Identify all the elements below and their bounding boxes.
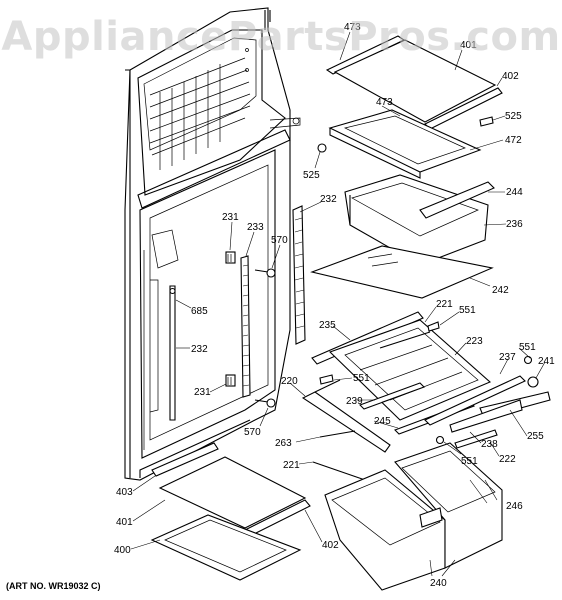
part-231-clip-bottom [225, 374, 236, 387]
callout-525-left: 525 [303, 170, 320, 181]
part-551-screw-3 [523, 355, 533, 365]
part-221-rod-bottom [312, 461, 369, 482]
callout-235: 235 [319, 320, 336, 331]
part-246-divider [419, 507, 443, 528]
part-238-rail [449, 399, 523, 433]
callout-222: 222 [499, 454, 516, 465]
part-400-shelf-frame [150, 514, 302, 581]
callout-401-bottom: 401 [116, 517, 133, 528]
callout-238: 238 [481, 439, 498, 450]
part-685-rod [169, 285, 176, 421]
part-570-screw-top [254, 268, 276, 278]
callout-473-mid: 473 [376, 97, 393, 108]
callout-402-top: 402 [502, 71, 519, 82]
callout-221-mid: 221 [436, 299, 453, 310]
callout-237: 237 [499, 352, 516, 363]
callout-245: 245 [374, 416, 391, 427]
part-239-rail [359, 382, 425, 410]
callout-551-b: 551 [519, 342, 536, 353]
callout-239: 239 [346, 396, 363, 407]
callout-400: 400 [114, 545, 131, 556]
part-472-shelf-frame [328, 109, 482, 179]
part-231-clip-top [225, 251, 236, 264]
callout-labels: 473 401 402 473 525 472 525 244 231 233 … [114, 22, 555, 589]
part-237-rail [424, 375, 526, 426]
callout-231-top: 231 [222, 212, 239, 223]
callout-232-right: 232 [320, 194, 337, 205]
part-233-rail [240, 255, 251, 398]
callout-473-top: 473 [344, 22, 361, 33]
callout-244: 244 [506, 187, 523, 198]
callout-402-bottom: 402 [322, 540, 339, 551]
callout-255: 255 [527, 431, 544, 442]
part-525-screw-right [479, 116, 494, 127]
callout-240: 240 [430, 578, 447, 589]
callout-551-c: 551 [353, 373, 370, 384]
part-570-screw-bottom [254, 398, 276, 408]
cabinet [124, 7, 301, 481]
callout-223: 223 [466, 336, 483, 347]
part-525-screw-left [317, 143, 327, 153]
part-221-rod-middle [379, 331, 431, 349]
callout-570-bottom: 570 [244, 427, 261, 438]
part-223-frame [328, 319, 492, 421]
part-551-screw-1 [427, 321, 440, 332]
part-242-glass [310, 245, 494, 299]
part-401-shelf-glass [333, 39, 497, 123]
part-222-rail [454, 429, 498, 449]
callout-231-bottom: 231 [194, 387, 211, 398]
leader-lines [130, 31, 546, 577]
art-number: (ART NO. WR19032 C) [6, 581, 101, 591]
part-403-shelf-trim [151, 442, 219, 477]
callout-403: 403 [116, 487, 133, 498]
part-244-pan-cover [419, 181, 495, 219]
callout-685: 685 [191, 306, 208, 317]
callout-401-top: 401 [460, 40, 477, 51]
callout-472: 472 [505, 135, 522, 146]
callout-220: 220 [281, 376, 298, 387]
callout-551-a: 551 [459, 305, 476, 316]
callout-242: 242 [492, 285, 509, 296]
callout-233: 233 [247, 222, 264, 233]
callout-525-right: 525 [505, 111, 522, 122]
part-263-rod [319, 430, 356, 438]
callout-246: 246 [506, 501, 523, 512]
part-240-crisper-drawers [324, 442, 503, 591]
part-241-cap [527, 376, 539, 388]
part-401-shelf-glass-bottom [158, 456, 307, 529]
part-220-bracket [301, 379, 391, 453]
callout-236: 236 [506, 219, 523, 230]
callout-221-bottom: 221 [283, 460, 300, 471]
part-232-rail [292, 205, 306, 345]
callout-241: 241 [538, 356, 555, 367]
callout-263: 263 [275, 438, 292, 449]
part-551-screw-4 [435, 435, 445, 445]
part-551-screw-2 [319, 374, 334, 385]
callout-232-left: 232 [191, 344, 208, 355]
callout-551-d: 551 [461, 456, 478, 467]
callout-570-top: 570 [271, 235, 288, 246]
